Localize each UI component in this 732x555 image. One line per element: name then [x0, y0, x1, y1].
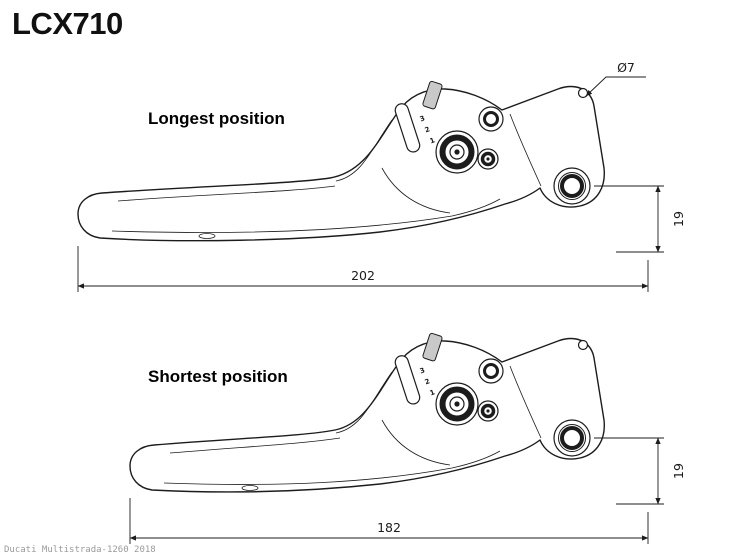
- watermark: Ducati Multistrada-1260 2018: [4, 545, 156, 555]
- shortest-position-label: Shortest position: [148, 367, 288, 386]
- dimension-height-bottom: 19: [594, 437, 686, 505]
- adjuster-dial: [435, 130, 479, 174]
- blade-inner-contour-bottom: [163, 450, 501, 485]
- blade-inner-contour-top: [117, 185, 336, 202]
- blade-inner-contour-bottom: [111, 198, 501, 233]
- adjuster-dial: [435, 382, 479, 426]
- dial-number-3: 3: [419, 366, 426, 375]
- diameter-callout: Ø7: [585, 60, 646, 97]
- housing-line: [381, 419, 451, 466]
- dial-number-2: 2: [424, 125, 431, 134]
- bracket-inner-line: [509, 113, 542, 187]
- blade-inner-contour-top: [169, 437, 341, 454]
- dimension-height-top: 19: [594, 185, 686, 253]
- adjuster-tab: [422, 332, 443, 362]
- height-value-bottom: 19: [671, 463, 686, 479]
- pivot-hole: [553, 167, 591, 205]
- length-value-top: 202: [351, 268, 375, 283]
- lever-body-outline: [129, 337, 605, 493]
- hump-inner-line: [335, 371, 393, 434]
- diameter-value: Ø7: [617, 60, 635, 75]
- upper-bushing: [478, 106, 504, 132]
- blade-slot: [241, 485, 259, 491]
- length-value-bottom: 182: [377, 520, 401, 535]
- dimension-length-top: 202: [77, 246, 649, 292]
- hump-inner-line: [335, 119, 393, 182]
- upper-bushing: [478, 358, 504, 384]
- adjuster-pin: [477, 400, 499, 422]
- shortest-position-diagram: Shortest position 3 2 1: [129, 332, 686, 544]
- dimension-length-bottom: 182: [129, 498, 649, 544]
- adjuster-tab: [422, 80, 443, 110]
- longest-position-label: Longest position: [148, 109, 285, 128]
- pivot-hole: [553, 419, 591, 457]
- dial-number-1: 1: [429, 388, 436, 397]
- bracket-inner-line: [509, 365, 542, 439]
- adjustment-slot: [394, 355, 421, 405]
- mounting-hole: [577, 339, 589, 351]
- adjustment-slot: [394, 103, 421, 153]
- housing-line: [381, 167, 451, 214]
- blade-slot: [198, 233, 216, 239]
- dial-number-3: 3: [419, 114, 426, 123]
- height-value-top: 19: [671, 211, 686, 227]
- longest-position-diagram: Longest position 3 2 1: [77, 60, 686, 292]
- dial-number-1: 1: [429, 136, 436, 145]
- dial-number-2: 2: [424, 377, 431, 386]
- page-title: LCX710: [12, 6, 123, 41]
- adjuster-pin: [477, 148, 499, 170]
